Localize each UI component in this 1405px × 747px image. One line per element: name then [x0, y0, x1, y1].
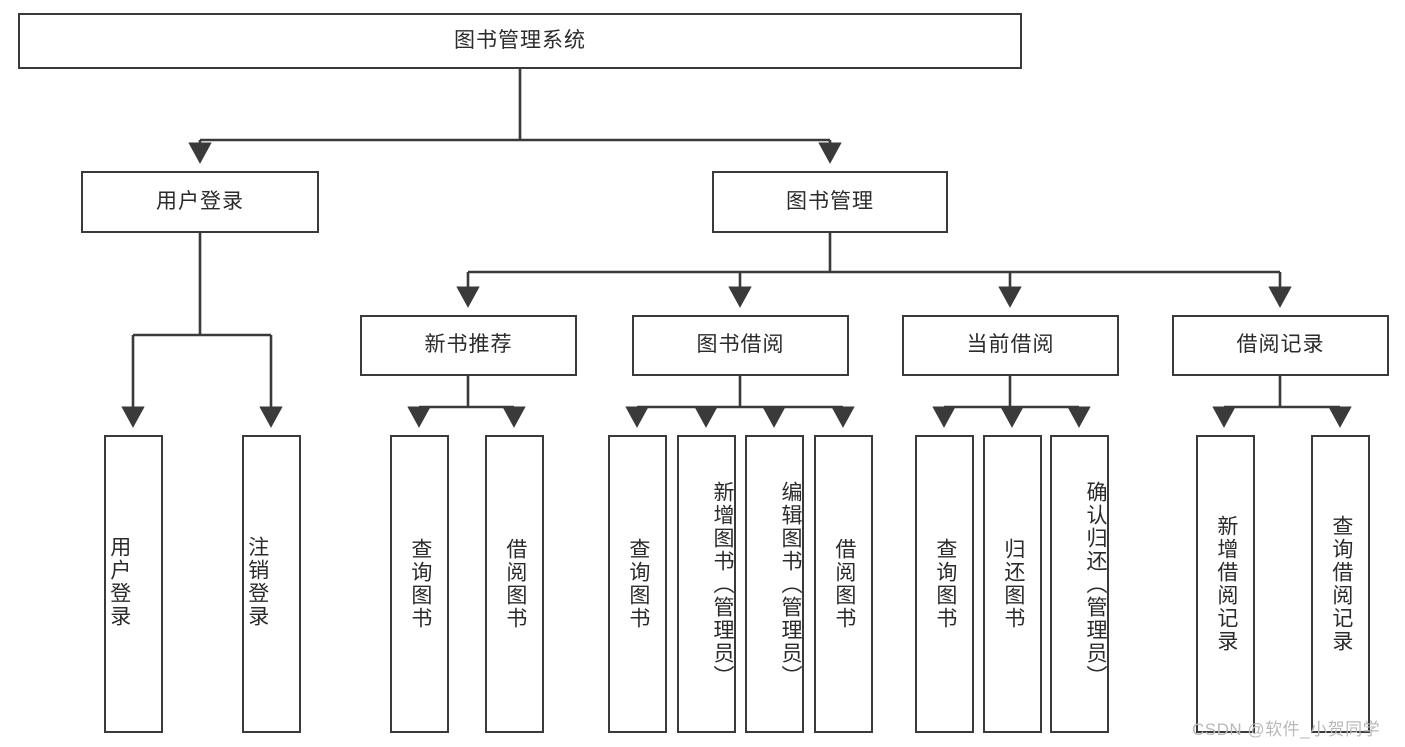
leaf-new-book-query-book[interactable]: 查询图书 — [390, 435, 449, 733]
node-current-borrow[interactable]: 当前借阅 — [902, 315, 1119, 376]
node-label: 用户登录 — [107, 536, 131, 628]
leaf-book-borrow-add-book-admin[interactable]: 新增图书（管理员） — [677, 435, 736, 733]
leaf-book-borrow-query-book[interactable]: 查询图书 — [608, 435, 667, 733]
node-label: 借阅图书 — [832, 538, 856, 630]
node-label: 当前借阅 — [966, 333, 1055, 357]
node-label: 确认归还（管理员） — [1084, 480, 1107, 688]
node-label: 查询图书 — [933, 538, 957, 630]
leaf-new-book-borrow-book[interactable]: 借阅图书 — [485, 435, 544, 733]
node-user-login[interactable]: 用户登录 — [81, 171, 319, 233]
leaf-borrow-record-add-record[interactable]: 新增借阅记录 — [1196, 435, 1255, 733]
node-label: 查询图书 — [626, 538, 650, 630]
node-label: 归还图书 — [1001, 538, 1025, 630]
node-label: 注销登录 — [245, 536, 269, 628]
node-label: 图书管理系统 — [454, 28, 586, 52]
node-new-book-recommend[interactable]: 新书推荐 — [360, 315, 577, 376]
node-label: 新增图书（管理员） — [711, 480, 734, 688]
leaf-book-borrow-edit-book-admin[interactable]: 编辑图书（管理员） — [745, 435, 804, 733]
node-label: 用户登录 — [156, 189, 244, 213]
node-label: 查询图书 — [408, 538, 432, 630]
leaf-current-borrow-return-book[interactable]: 归还图书 — [983, 435, 1042, 733]
csdn-watermark: CSDN @软件_小贺同学 — [1192, 720, 1381, 739]
node-label: 新增借阅记录 — [1214, 515, 1238, 653]
leaf-current-borrow-confirm-return-admin[interactable]: 确认归还（管理员） — [1050, 435, 1109, 733]
node-label: 查询借阅记录 — [1329, 515, 1353, 653]
node-label: 借阅图书 — [503, 538, 527, 630]
leaf-borrow-record-query-record[interactable]: 查询借阅记录 — [1311, 435, 1370, 733]
node-borrow-record[interactable]: 借阅记录 — [1172, 315, 1389, 376]
node-label: 借阅记录 — [1236, 333, 1325, 357]
node-label: 图书借阅 — [696, 333, 785, 357]
node-label: 编辑图书（管理员） — [779, 480, 802, 688]
node-book-borrow[interactable]: 图书借阅 — [632, 315, 849, 376]
node-label: 新书推荐 — [424, 333, 513, 357]
node-label: 图书管理 — [786, 189, 874, 213]
node-book-management[interactable]: 图书管理 — [712, 171, 948, 233]
leaf-user-login-logout[interactable]: 注销登录 — [242, 435, 301, 733]
node-root-book-management-system[interactable]: 图书管理系统 — [18, 13, 1022, 69]
leaf-book-borrow-borrow-book[interactable]: 借阅图书 — [814, 435, 873, 733]
leaf-user-login-login[interactable]: 用户登录 — [104, 435, 163, 733]
leaf-current-borrow-query-book[interactable]: 查询图书 — [915, 435, 974, 733]
